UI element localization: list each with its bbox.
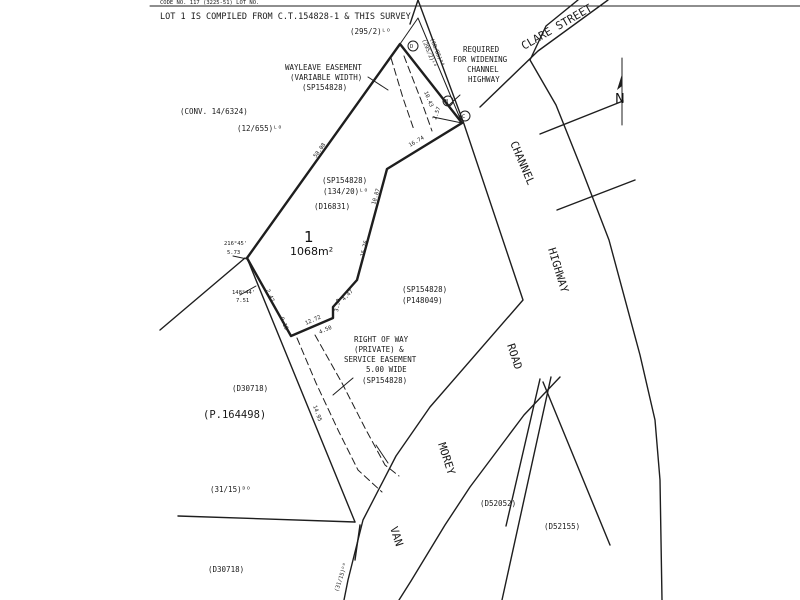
boundary-south-west bbox=[246, 257, 356, 523]
boundary-top-stub bbox=[409, 0, 419, 25]
parcel-east-sp: (SP154828) bbox=[402, 285, 447, 294]
point-b-marker bbox=[442, 95, 454, 107]
north-arrow-head bbox=[617, 74, 622, 90]
bearing-148: 148°44' bbox=[232, 290, 255, 296]
lot-1-labels: (SP154828) (134/20)ᴸᴼ (D16831) 1 1068m² bbox=[290, 176, 368, 258]
wayleave-line-1: WAYLEAVE EASEMENT bbox=[285, 63, 362, 72]
widening-line-4: HIGHWAY bbox=[468, 75, 500, 84]
dim-3-59: 3.59 bbox=[334, 298, 342, 312]
length-5-73: 5.73 bbox=[227, 250, 240, 256]
dim-10-43: 10.43 bbox=[422, 91, 434, 109]
lot-1-boundary bbox=[245, 42, 464, 338]
boundary-stub bbox=[354, 524, 361, 561]
row-line-3: SERVICE EASEMENT bbox=[344, 355, 417, 364]
boundary-west-diagonal bbox=[159, 257, 246, 331]
clare-street-label: CLARE STREET bbox=[519, 1, 595, 52]
radial-line-2 bbox=[505, 378, 541, 527]
bearing-leader-2 bbox=[239, 285, 257, 296]
widening-line-1: REQUIRED bbox=[463, 45, 500, 54]
point-c-label: C bbox=[462, 114, 465, 120]
easement-lines bbox=[296, 55, 433, 493]
survey-note: LOT 1 IS COMPILED FROM C.T.154828-1 & TH… bbox=[160, 12, 411, 22]
point-d-label: D bbox=[410, 44, 413, 50]
parcel-d30718-a: (D30718) bbox=[232, 384, 268, 393]
radial-line-3 bbox=[542, 381, 611, 546]
van-label: VAN bbox=[387, 525, 406, 548]
widening-line-3: CHANNEL bbox=[467, 65, 499, 74]
dim-15-76: 15.76 bbox=[360, 240, 370, 257]
boundary-south bbox=[177, 515, 356, 523]
row-leader bbox=[332, 377, 354, 396]
van-morey-road-south-edge bbox=[398, 376, 561, 600]
parcel-conv: (CONV. 14/6324) bbox=[180, 107, 248, 116]
wayleave-dashed-1 bbox=[390, 57, 415, 131]
road-label: ROAD bbox=[504, 342, 525, 371]
dim-4-50: 4.50 bbox=[318, 325, 333, 336]
widening-leader bbox=[447, 94, 461, 107]
dim-10-87: 10.87 bbox=[371, 188, 382, 206]
leader-lines bbox=[232, 76, 461, 396]
row-line-1: RIGHT OF WAY bbox=[354, 335, 409, 344]
parcel-p164498: (P.164498) bbox=[203, 409, 266, 421]
header-strip-bg bbox=[0, 0, 800, 4]
length-7-51: 7.51 bbox=[236, 298, 249, 304]
dim-14-95: 14.95 bbox=[311, 405, 322, 423]
widening-line-2: FOR WIDENING bbox=[453, 55, 508, 64]
wayleave-dashed-2 bbox=[403, 55, 433, 132]
point-b-label: B bbox=[445, 99, 449, 105]
easement-labels: WAYLEAVE EASEMENT (VARIABLE WIDTH) (SP15… bbox=[285, 45, 508, 385]
point-d-marker bbox=[407, 40, 419, 52]
parcel-top-ref: (295/2)ᴸᴼ bbox=[350, 27, 391, 36]
parcel-boundaries bbox=[159, 0, 419, 561]
radial-line-1 bbox=[501, 376, 552, 600]
row-dashed-east bbox=[314, 334, 400, 477]
dim-4-47: 4.47 bbox=[341, 289, 355, 303]
lot-ref-d: (D16831) bbox=[314, 202, 350, 211]
header-strip-text: CODE NO. 117 (3225-51) LOT NO. bbox=[160, 0, 259, 6]
widening-area bbox=[399, 17, 463, 124]
parcel-ref-31-a: (31/15)ᴰᴼ bbox=[210, 485, 251, 494]
lot-number: 1 bbox=[304, 228, 314, 246]
channel-label: CHANNEL bbox=[507, 139, 537, 187]
survey-symbols: D B C bbox=[407, 40, 471, 122]
east-boundary-2 bbox=[556, 179, 636, 211]
channel-highway-west-edge bbox=[343, 0, 524, 600]
row-end-tick bbox=[375, 444, 389, 464]
row-line-2: (PRIVATE) & bbox=[354, 345, 404, 354]
dim-2-57: 2.57 bbox=[432, 106, 442, 121]
dimension-labels: 58.08 16.74 10.87 15.76 4.47 3.59 4.50 1… bbox=[224, 91, 442, 423]
dim-2-47: 2.47 bbox=[264, 288, 275, 303]
north-arrow-letter: N bbox=[615, 92, 625, 107]
parcel-d52155: (D52155) bbox=[544, 522, 580, 531]
wayleave-line-3: (SP154828) bbox=[302, 83, 347, 92]
parcel-ref-12: (12/655)ᴸᴼ bbox=[237, 124, 282, 133]
parcel-d30718-b: (D30718) bbox=[208, 565, 244, 574]
lot-area: 1068m² bbox=[290, 245, 333, 258]
lot-ref-lo: (134/20)ᴸᴼ bbox=[323, 187, 368, 196]
lot-ref-sp: (SP154828) bbox=[322, 176, 367, 185]
row-line-4: 5.00 WIDE bbox=[366, 365, 407, 374]
bearing-leader-1 bbox=[232, 255, 248, 260]
wayleave-leader bbox=[367, 76, 389, 91]
point-c-marker bbox=[459, 110, 471, 122]
parcel-east-p: (P148049) bbox=[402, 296, 443, 305]
north-arrow: N bbox=[615, 57, 625, 126]
east-boundary-1 bbox=[539, 100, 624, 135]
dim-9-13: 9.13 bbox=[278, 316, 289, 331]
wayleave-line-2: (VARIABLE WIDTH) bbox=[290, 73, 362, 82]
morey-label: MOREY bbox=[435, 441, 458, 477]
row-dashed-west bbox=[296, 337, 383, 493]
channel-highway-east-edge bbox=[529, 0, 663, 600]
parcel-labels: (295/2)ᴸᴼ (295/2)ᴸᴼ (68/85)ᴰᴼ (CONV. 14/… bbox=[180, 27, 580, 593]
clare-street-south-edge bbox=[479, 0, 609, 108]
widening-chord bbox=[432, 116, 463, 124]
road-edges bbox=[343, 0, 663, 600]
highway-label: HIGHWAY bbox=[545, 246, 571, 294]
bearing-216: 216°45' bbox=[224, 241, 247, 247]
parcel-d52052: (D52052) bbox=[480, 499, 516, 508]
row-line-5: (SP154828) bbox=[362, 376, 407, 385]
